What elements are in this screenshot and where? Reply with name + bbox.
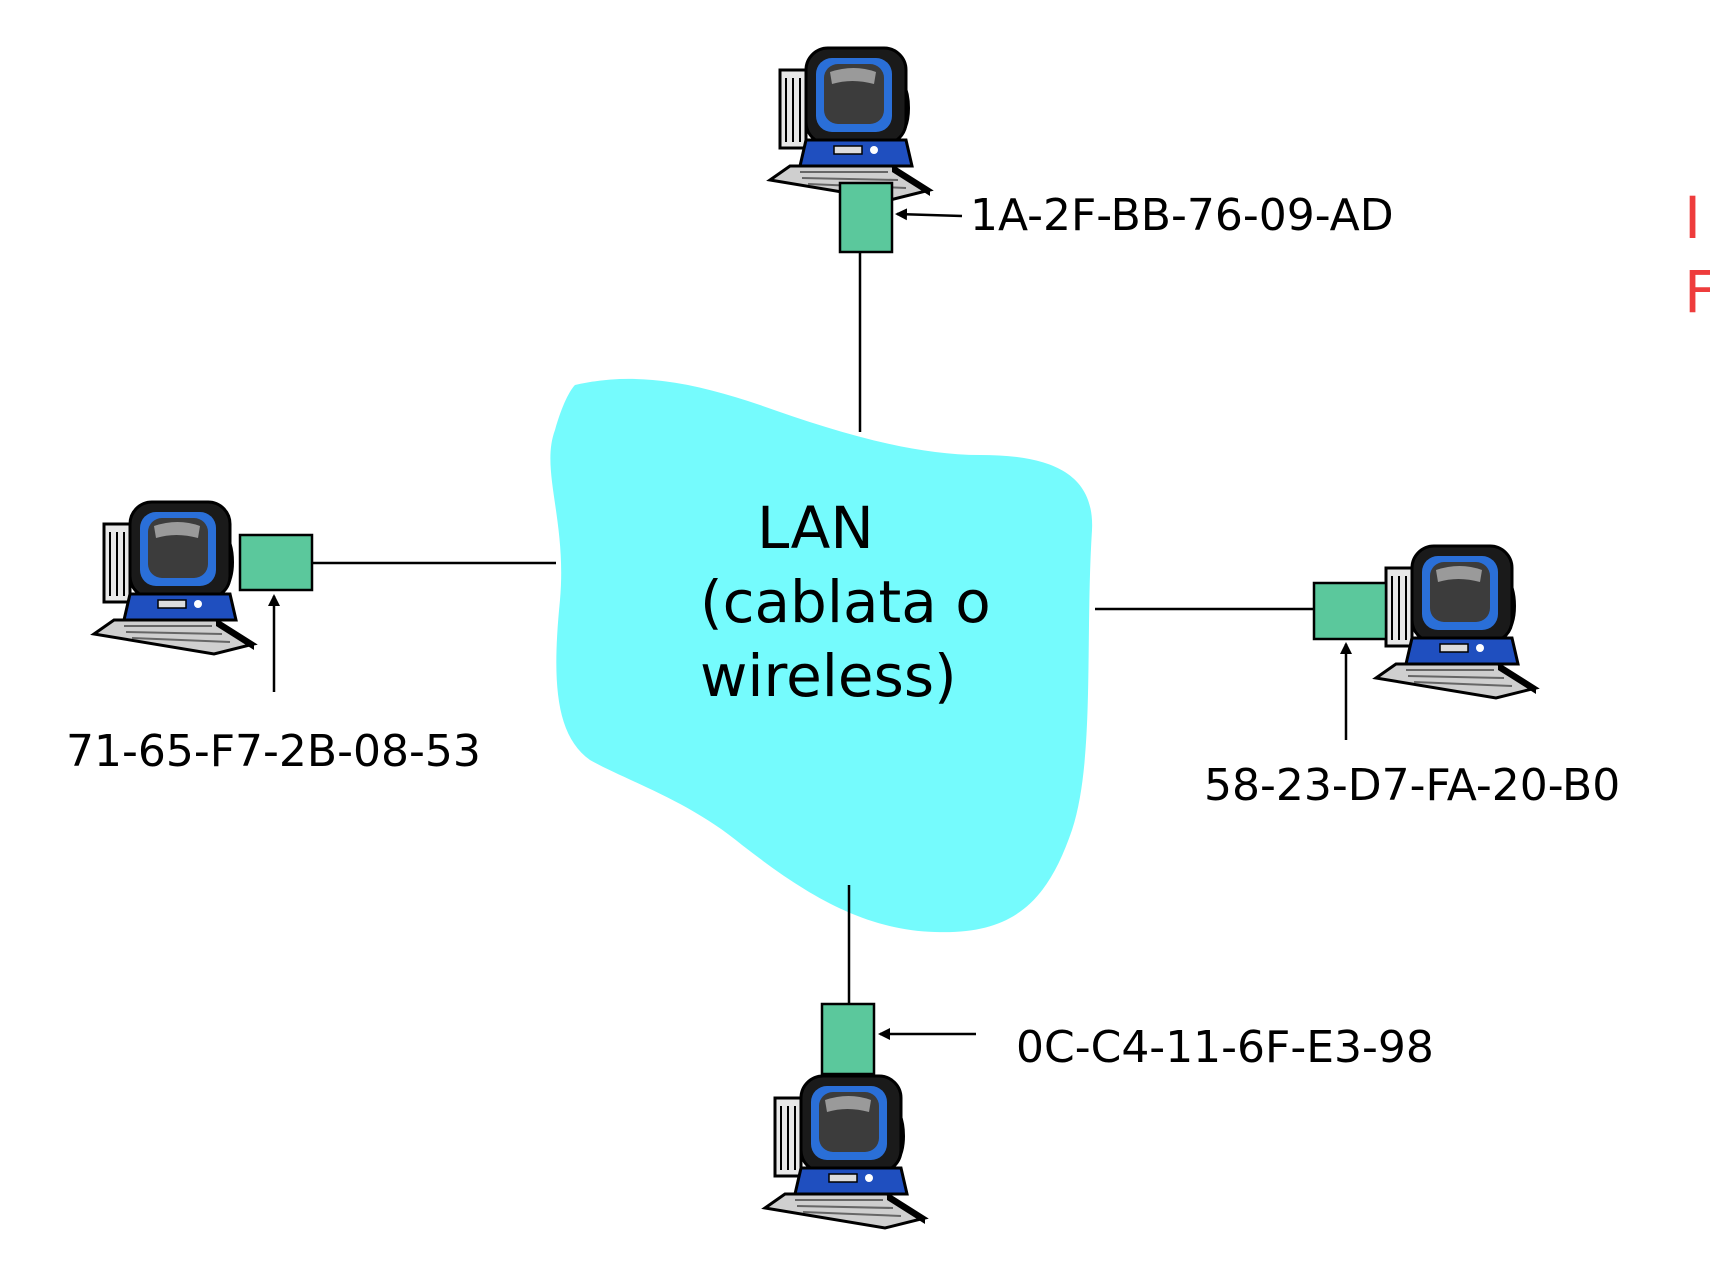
desktop-computer-icon — [92, 500, 256, 656]
mac-address-label: 58-23-D7-FA-20-B0 — [1204, 760, 1620, 811]
desktop-computer-icon — [768, 46, 932, 202]
network-adapter — [238, 533, 314, 592]
mac-address-label: 1A-2F-BB-76-09-AD — [970, 190, 1394, 241]
host-top[interactable]: 1A-2F-BB-76-09-AD — [768, 46, 1394, 254]
desktop-computer-icon — [1374, 544, 1538, 700]
lan-label-line1: LAN — [757, 494, 874, 562]
network-adapter — [1312, 581, 1388, 641]
desktop-computer-icon — [763, 1074, 927, 1230]
host-bottom[interactable]: 0C-C4-11-6F-E3-98 — [763, 1002, 1434, 1230]
network-adapter — [820, 1002, 876, 1076]
host-right[interactable]: 58-23-D7-FA-20-B0 — [1204, 544, 1620, 811]
clipped-red-text-line2: F — [1684, 258, 1710, 326]
mac-address-label: 0C-C4-11-6F-E3-98 — [1016, 1022, 1434, 1073]
clipped-red-text-line1: I — [1684, 184, 1701, 252]
mac-address-label: 71-65-F7-2B-08-53 — [66, 726, 481, 777]
lan-label-line3: wireless) — [700, 642, 957, 710]
lan-label-line2: (cablata o — [700, 568, 991, 636]
host-left[interactable]: 71-65-F7-2B-08-53 — [66, 500, 481, 777]
arrow-indicator — [895, 208, 963, 221]
lan-cloud — [550, 378, 1093, 933]
network-adapter — [838, 181, 894, 254]
